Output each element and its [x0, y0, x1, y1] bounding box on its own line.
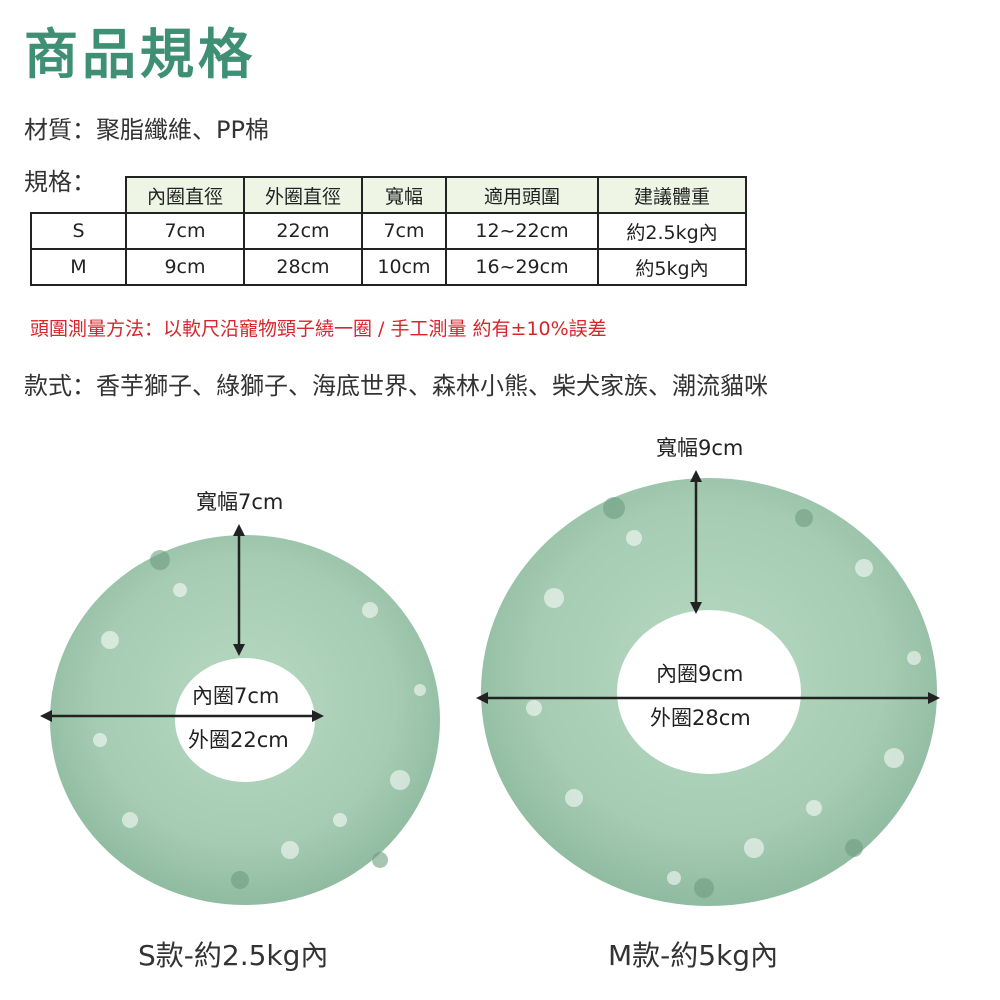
table-cell: 約5kg內 [597, 248, 747, 286]
large-width-label: 寬幅9cm [656, 436, 744, 460]
header-head-circumference: 適用頭圍 [445, 176, 599, 214]
table-cell: 28cm [243, 248, 363, 286]
large-pillow-image [476, 470, 940, 906]
table-cell: 9cm [125, 248, 245, 286]
table-cell: 7cm [361, 212, 447, 250]
table-cell: 22cm [243, 212, 363, 250]
small-inner-label: 內圈7cm [192, 684, 280, 708]
table-corner [31, 177, 126, 214]
styles-line: 款式：香芋獅子、綠獅子、海底世界、森林小熊、柴犬家族、潮流貓咪 [24, 372, 768, 400]
measurement-note: 頭圍測量方法：以軟尺沿寵物頸子繞一圈 / 手工測量 約有±10%誤差 [30, 318, 607, 340]
large-pillow-pattern [526, 530, 921, 885]
table-cell: 12~22cm [445, 212, 599, 250]
large-caption: M款-約5kg內 [608, 939, 779, 972]
header-width: 寬幅 [361, 176, 447, 214]
small-pillow-image [40, 524, 440, 905]
table-row: S 7cm 22cm 7cm 12~22cm 約2.5kg內 [30, 212, 747, 250]
header-outer-diameter: 外圈直徑 [243, 176, 363, 214]
table-cell: 10cm [361, 248, 447, 286]
small-pillow-pattern [93, 583, 426, 859]
material-line: 材質：聚脂纖維、PP棉 [24, 116, 269, 144]
table-header-row: 內圈直徑 外圈直徑 寬幅 適用頭圍 建議體重 [31, 176, 747, 214]
small-width-label: 寬幅7cm [196, 490, 284, 514]
small-outer-label: 外圈22cm [188, 728, 289, 752]
spec-table: 內圈直徑 外圈直徑 寬幅 適用頭圍 建議體重 S 7cm 22cm 7cm 12… [30, 176, 747, 286]
small-pillow-hole [175, 658, 315, 782]
large-inner-label: 內圈9cm [656, 662, 744, 686]
small-caption: S款-約2.5kg內 [138, 939, 329, 972]
header-inner-diameter: 內圈直徑 [125, 176, 245, 214]
table-row: M 9cm 28cm 10cm 16~29cm 約5kg內 [30, 248, 747, 286]
size-cell: M [30, 248, 127, 286]
large-outer-label: 外圈28cm [650, 706, 751, 730]
table-cell: 16~29cm [445, 248, 599, 286]
table-cell: 約2.5kg內 [597, 212, 747, 250]
large-pillow-hole [617, 610, 801, 774]
size-cell: S [30, 212, 127, 250]
header-weight: 建議體重 [597, 176, 747, 214]
page-title: 商品規格 [24, 23, 256, 86]
table-cell: 7cm [125, 212, 245, 250]
